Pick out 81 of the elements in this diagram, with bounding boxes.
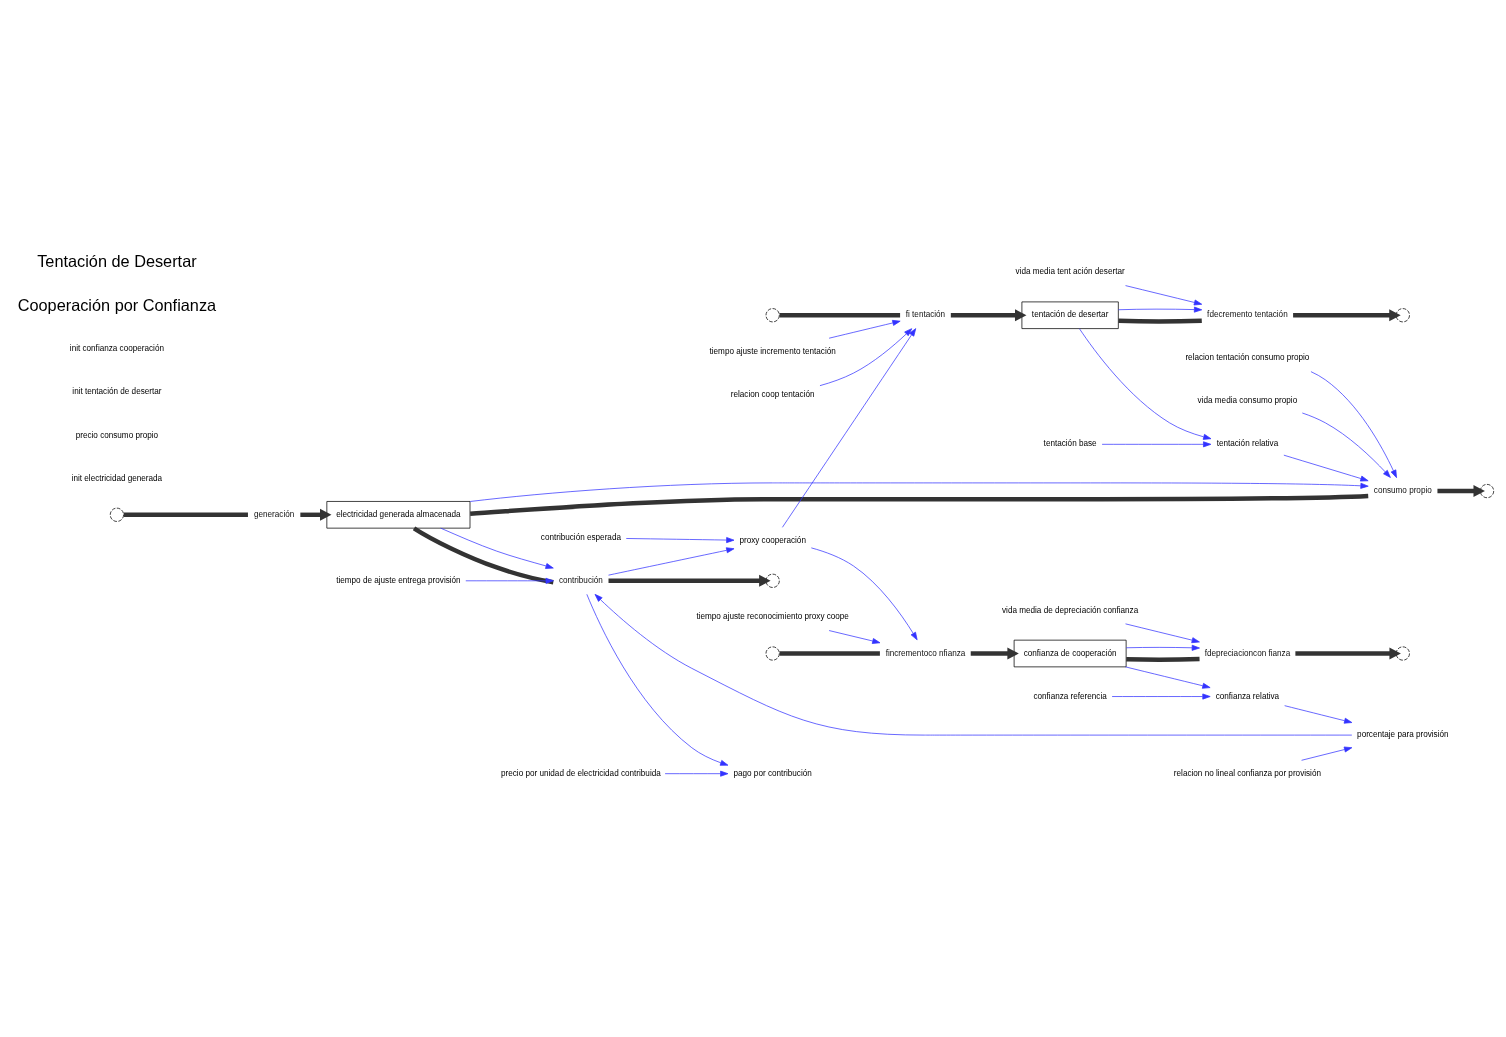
node-text: fi tentación bbox=[905, 310, 946, 320]
connector bbox=[470, 493, 1369, 516]
arrow bbox=[1301, 746, 1353, 761]
arrow bbox=[1111, 693, 1211, 700]
node-box: electricidad generada almacenada bbox=[326, 501, 471, 529]
node-cloud bbox=[1395, 308, 1410, 323]
node-text: vida media consumo propio bbox=[1197, 396, 1298, 406]
node-text: tiempo ajuste reconocimiento proxy coope bbox=[696, 612, 849, 622]
connector bbox=[1126, 656, 1200, 662]
arrow bbox=[1310, 371, 1397, 479]
node-text: generación bbox=[254, 509, 295, 519]
node-cloud bbox=[765, 308, 780, 323]
arrow bbox=[1283, 454, 1369, 482]
arrow bbox=[1079, 328, 1212, 440]
label: init tentación de desertar bbox=[72, 387, 162, 397]
label: Tentación de Desertar bbox=[37, 252, 197, 271]
arrow bbox=[1118, 306, 1203, 313]
arrow bbox=[1301, 412, 1391, 478]
node-box: confianza de cooperación bbox=[1013, 639, 1127, 668]
connector bbox=[1118, 318, 1202, 324]
node-cloud bbox=[1395, 646, 1410, 661]
node-text: confianza relativa bbox=[1215, 691, 1280, 701]
arrow bbox=[828, 320, 901, 339]
connector bbox=[779, 313, 901, 318]
arrow bbox=[300, 508, 332, 521]
node-text: relacion coop tentación bbox=[730, 389, 815, 399]
arrow bbox=[594, 594, 1353, 736]
arrow bbox=[608, 547, 735, 576]
arrow bbox=[664, 770, 729, 777]
connector bbox=[123, 512, 248, 517]
node-text: proxy cooperación bbox=[739, 535, 806, 545]
arrow bbox=[782, 328, 917, 528]
node-text: tentación relativa bbox=[1216, 439, 1279, 449]
node-text: fdecremento tentación bbox=[1207, 310, 1288, 320]
node-text: contribución bbox=[558, 575, 603, 585]
arrow bbox=[1101, 441, 1212, 448]
arrow bbox=[1125, 285, 1203, 306]
arrow bbox=[828, 630, 881, 644]
arrow bbox=[819, 328, 913, 386]
arrow bbox=[1125, 666, 1211, 689]
arrow bbox=[440, 527, 554, 569]
connector bbox=[779, 651, 880, 656]
node-text: contribución esperada bbox=[540, 532, 621, 542]
node-text: relacion no lineal confianza por provisión bbox=[1173, 768, 1321, 778]
node-box: tentación de desertar bbox=[1021, 301, 1119, 329]
label: Cooperación por Confianza bbox=[17, 295, 217, 314]
arrow bbox=[950, 309, 1027, 322]
node-text: vida media de depreciación confianza bbox=[1002, 605, 1139, 615]
node-text: tiempo ajuste incremento tentación bbox=[709, 346, 836, 356]
node-text: consumo propio bbox=[1373, 486, 1432, 496]
node-text: relacion tentación consumo propio bbox=[1185, 353, 1310, 363]
node-text: pago por contribución bbox=[733, 768, 812, 778]
arrow bbox=[469, 482, 1369, 502]
node-cloud bbox=[765, 646, 780, 661]
arrow bbox=[586, 593, 729, 766]
arrow bbox=[1284, 705, 1353, 724]
node-text: fdepreciacioncon fianza bbox=[1204, 648, 1291, 658]
node-text: porcentaje para provisión bbox=[1357, 730, 1449, 740]
arrow bbox=[1125, 644, 1200, 651]
node-text: fincrementoco nfianza bbox=[885, 648, 966, 658]
node-text: confianza referencia bbox=[1033, 691, 1107, 701]
arrow bbox=[1125, 623, 1200, 644]
arrow bbox=[970, 647, 1019, 660]
node-text: tiempo de ajuste entrega provisión bbox=[336, 575, 461, 585]
node-text: vida media tent ación desertar bbox=[1015, 267, 1125, 277]
arrow bbox=[465, 577, 554, 584]
label: precio consumo propio bbox=[75, 430, 159, 440]
node-cloud bbox=[1479, 484, 1495, 499]
connector bbox=[412, 526, 554, 585]
arrow bbox=[1293, 309, 1401, 322]
arrow bbox=[625, 537, 735, 543]
label: init electricidad generada bbox=[71, 473, 163, 483]
arrow bbox=[1295, 647, 1401, 660]
node-cloud bbox=[765, 573, 780, 588]
label: init confianza cooperación bbox=[69, 344, 164, 354]
node-text: tentación base bbox=[1043, 439, 1097, 449]
arrow bbox=[608, 574, 771, 587]
node-cloud bbox=[109, 507, 124, 522]
arrow bbox=[1437, 485, 1485, 498]
arrow bbox=[810, 547, 918, 641]
node-text: precio por unidad de electricidad contribuida bbox=[501, 768, 661, 778]
